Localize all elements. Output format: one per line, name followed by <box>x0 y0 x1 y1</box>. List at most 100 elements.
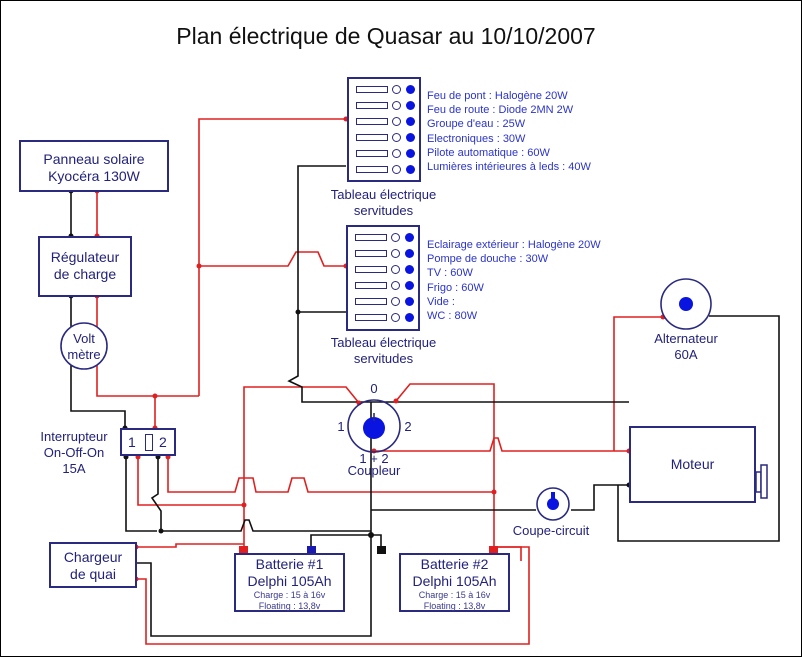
wire-charger-bat1-pos <box>136 543 244 548</box>
coupler-pos-2: 2 <box>404 419 412 434</box>
wire-bat1-coupler-pos <box>243 386 360 553</box>
panel-2-caption-line2: servitudes <box>353 351 414 366</box>
wire-panels-neg <box>287 165 629 403</box>
battery-2-model: Delphi 105Ah <box>412 573 497 589</box>
switch-label-line3: 15A <box>62 461 86 476</box>
breaker-1-5[interactable] <box>356 149 418 159</box>
coupler-pos-0: 0 <box>370 381 378 396</box>
switch-pos-1: 1 <box>128 434 136 450</box>
load-item: Pompe de douche : 30W <box>427 253 549 266</box>
coupler-label: Coupleur <box>347 463 401 478</box>
battery-1-charge: Charge : 15 à 16v <box>253 590 326 600</box>
panel-2-caption-line1: Tableau électrique <box>330 335 437 350</box>
load-item: Groupe d'eau : 25W <box>427 118 526 131</box>
switch-label-line2: On-Off-On <box>43 445 105 460</box>
alternator-label: Alternateur 60A <box>641 331 731 363</box>
wire-regulator-volt-pos <box>96 296 199 397</box>
load-item: Feu de route : Diode 2MN 2W <box>427 104 574 117</box>
battery-2-floating: Floating : 13,8v <box>423 601 486 611</box>
switch-pos-2: 2 <box>159 434 167 450</box>
distribution-panel-1 <box>347 77 421 182</box>
panel-1-caption: Tableau électrique servitudes <box>316 187 451 219</box>
coupler-pos-1-2: 1 + 2 <box>359 451 389 466</box>
wire-switch-out1-pos <box>137 457 244 506</box>
breaker-1-6[interactable] <box>356 165 418 175</box>
shore-charger-box: Chargeur de quai <box>49 542 137 588</box>
breaker-1-2[interactable] <box>356 101 418 111</box>
alternator-line1: Alternateur <box>654 331 718 346</box>
load-item: Pilote automatique : 60W <box>427 146 550 159</box>
coupler-pos-1: 1 <box>337 419 345 434</box>
engine-label: Moteur <box>670 456 715 472</box>
wire-red-main-vertical <box>198 118 346 396</box>
shore-charger-line1: Chargeur <box>63 549 123 565</box>
load-item: Frigo : 60W <box>427 281 484 294</box>
engine-box: Moteur <box>629 426 756 503</box>
panel-2-caption: Tableau électrique servitudes <box>316 335 451 367</box>
breaker-2-5[interactable] <box>355 297 417 307</box>
regulator-line2: de charge <box>53 266 117 282</box>
battery-2-charge: Charge : 15 à 16v <box>418 590 491 600</box>
solar-panel-line1: Panneau solaire <box>43 151 145 167</box>
wire-red-panel2 <box>199 251 346 267</box>
breaker-2-1[interactable] <box>355 233 417 243</box>
switch-label-line1: Interrupteur <box>40 429 108 444</box>
engine-pulley <box>755 464 768 499</box>
wire-switch-out2-neg <box>150 457 371 532</box>
battery-1: Batterie #1 Delphi 105Ah Charge : 15 à 1… <box>234 553 345 612</box>
battery-1-name: Batterie #1 <box>255 556 324 572</box>
load-item: WC : 80W <box>427 310 478 323</box>
breaker-1-4[interactable] <box>356 133 418 143</box>
voltmeter-line1: Volt <box>73 331 95 346</box>
wire-alternator-pos <box>613 316 663 451</box>
battery-1-model: Delphi 105Ah <box>247 573 332 589</box>
panel-2-loads: Eclairage extérieur : Halogène 20W Pompe… <box>427 238 601 323</box>
solar-panel-box: Panneau solaire Kyocéra 130W <box>19 140 169 192</box>
coupler-switch[interactable] <box>347 399 401 453</box>
wire-bat2-cutoff <box>494 546 522 561</box>
distribution-panel-2 <box>346 225 420 331</box>
load-item: Feu de pont : Halogène 20W <box>427 90 568 102</box>
switch-label: Interrupteur On-Off-On 15A <box>31 429 117 477</box>
wire-switch-out2-pos <box>167 457 494 493</box>
panel-1-caption-line2: servitudes <box>353 203 414 218</box>
alternator-symbol <box>660 278 712 330</box>
breaker-2-6[interactable] <box>355 313 417 323</box>
breaker-2-4[interactable] <box>355 281 417 291</box>
wire-neg-bat1 <box>310 534 371 553</box>
regulator-line1: Régulateur <box>50 249 120 265</box>
voltmeter-label: Volt mètre <box>61 331 107 363</box>
page-title: Plan électrique de Quasar au 10/10/2007 <box>176 23 596 49</box>
load-item: Eclairage extérieur : Halogène 20W <box>427 239 601 251</box>
wire-coupler-common-pos <box>374 437 629 452</box>
breaker-2-3[interactable] <box>355 265 417 275</box>
wire-neg-bus <box>136 402 372 637</box>
solar-panel-line2: Kyocéra 130W <box>48 168 140 184</box>
circuit-breaker-symbol[interactable] <box>536 487 570 521</box>
load-item: Vide : <box>427 295 455 308</box>
regulator-box: Régulateur de charge <box>38 236 132 297</box>
load-item: Electroniques : 30W <box>427 132 526 145</box>
voltmeter-symbol <box>60 322 108 370</box>
wire-switch-out1-neg <box>125 457 157 532</box>
switch-toggle-icon <box>145 434 153 451</box>
wire-cutoff-engine <box>571 484 629 511</box>
panel-1-caption-line1: Tableau électrique <box>330 187 437 202</box>
wire-bat2-coupler-pos <box>395 383 495 553</box>
battery-2: Batterie #2 Delphi 105Ah Charge : 15 à 1… <box>399 553 510 612</box>
wire-charger-bat2-pos <box>136 546 530 645</box>
on-off-on-switch[interactable]: 1 2 <box>120 428 176 456</box>
breaker-2-2[interactable] <box>355 249 417 259</box>
alternator-line2: 60A <box>674 347 698 362</box>
shore-charger-line2: de quai <box>70 566 116 582</box>
panel-1-loads: Feu de pont : Halogène 20W Feu de route … <box>427 89 591 174</box>
breaker-1-3[interactable] <box>356 117 418 127</box>
circuit-breaker-label: Coupe-circuit <box>512 523 590 538</box>
wire-engine-frame <box>617 315 780 542</box>
load-item: TV : 60W <box>427 267 473 280</box>
breaker-1-1[interactable] <box>356 85 418 95</box>
voltmeter-line2: mètre <box>67 347 101 362</box>
load-item: Lumières intérieures à leds : 40W <box>427 161 591 174</box>
